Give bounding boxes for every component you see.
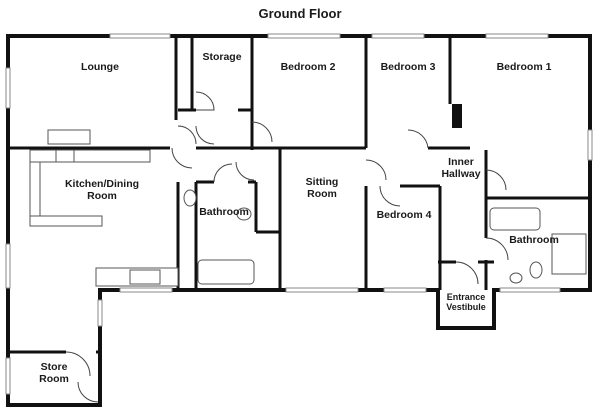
kitchen-counter-side — [29, 161, 41, 223]
room-bedroom-4: Bedroom 4 — [377, 209, 432, 221]
kitchen-counter-top — [29, 149, 151, 163]
plan-title: Ground Floor — [258, 6, 341, 21]
fireplace — [47, 129, 91, 145]
room-bathroom-right: Bathroom — [509, 234, 559, 246]
basin-right-icon — [509, 272, 523, 284]
room-inner-line-2: Hallway — [441, 168, 480, 180]
basin-left-icon — [236, 207, 252, 221]
bath-left-icon — [197, 259, 255, 285]
room-bathroom-left: Bathroom — [199, 206, 249, 218]
room-lounge: Lounge — [81, 61, 119, 73]
room-storage: Storage — [202, 51, 241, 63]
room-inner-line-1: Inner — [448, 156, 474, 168]
bath-right-icon — [489, 207, 541, 231]
room-store-line-1: Store — [41, 361, 68, 373]
room-store-line-2: Room — [39, 373, 69, 385]
outer-walls — [6, 34, 592, 407]
room-bedroom-3: Bedroom 3 — [381, 61, 436, 73]
toilet-right-icon — [529, 261, 543, 279]
sink-icon — [129, 269, 161, 285]
room-kitchen-line-1: Kitchen/Dining — [65, 178, 139, 190]
room-sitting-line-1: Sitting — [306, 176, 339, 188]
toilet-left-icon — [183, 189, 197, 207]
room-bedroom-1: Bedroom 1 — [497, 61, 552, 73]
room-labels: Lounge Storage Bedroom 2 Bedroom 3 Bedro… — [39, 51, 559, 385]
room-entrance-line-2: Vestibule — [446, 302, 486, 312]
room-sitting-line-2: Room — [307, 188, 337, 200]
shower-icon — [551, 233, 587, 275]
fixtures — [29, 129, 587, 287]
room-kitchen-line-2: Room — [87, 190, 117, 202]
door-swings — [65, 91, 509, 403]
windows — [5, 33, 593, 395]
hob-icon — [55, 149, 75, 163]
interior-walls — [8, 36, 590, 354]
room-entrance-line-1: Entrance — [447, 292, 486, 302]
room-bedroom-2: Bedroom 2 — [281, 61, 336, 73]
kitchen-counter-mid — [29, 215, 103, 227]
